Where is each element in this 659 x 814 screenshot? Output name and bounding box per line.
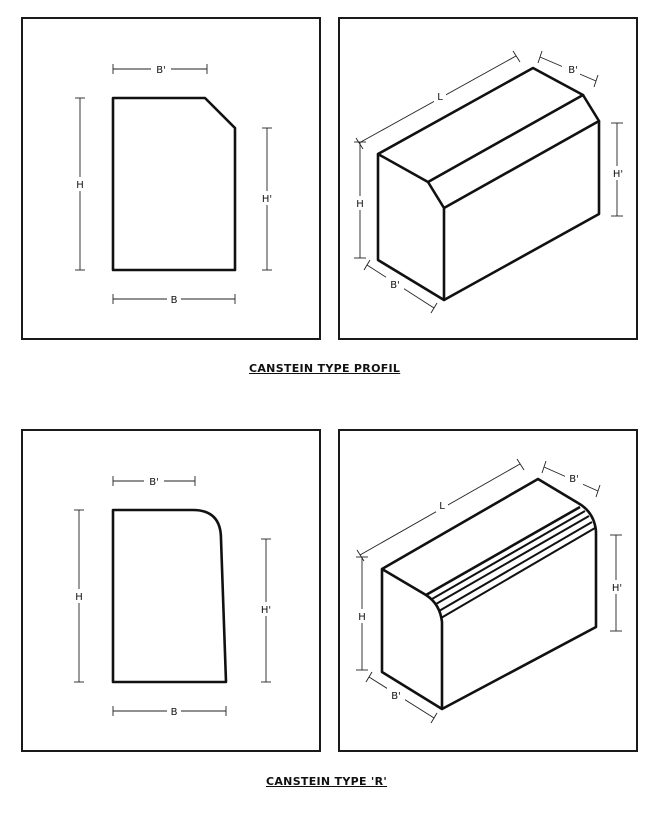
side-height-label: H' [261,605,271,616]
length-label: L [439,501,445,512]
iso-top-face [381,477,579,571]
profil-profile-drawing: B' H H' B [74,62,275,306]
profil-iso-drawing: L B' H' H B' [354,50,626,314]
iso-base-width-label: B' [390,280,400,291]
base-width-label: B [171,707,178,718]
caption-canstein-type-profil: CANSTEIN TYPE PROFIL [249,362,401,375]
iso-top-width-label: B' [568,65,578,76]
rounded-profile-outline [111,508,228,684]
length-label: L [437,92,443,103]
iso-height-label: H [356,199,364,210]
iso-top-width-label: B' [569,474,579,485]
r-iso-drawing: L B' H' H B' [356,458,625,724]
base-width-label: B [171,295,178,306]
r-section-profile-panel: B' H H' B [21,429,321,752]
chamfered-profile-outline [111,96,237,272]
height-label: H [75,592,83,603]
profil-section-profile-panel: B' H H' B [21,17,321,340]
r-profile-drawing: B' H H' B [73,474,274,718]
iso-front-face [376,152,446,302]
height-label: H [76,180,84,191]
caption-canstein-type-r: CANSTEIN TYPE 'R' [266,775,388,788]
iso-top-face [377,66,585,184]
iso-side-height-label: H' [612,583,622,594]
profil-section-iso-panel: L B' H' H B' [338,17,638,340]
iso-height-label: H [358,612,366,623]
side-height-label: H' [262,194,272,205]
top-width-label: B' [156,65,166,76]
iso-base-width-label: B' [391,691,401,702]
top-width-label: B' [149,477,159,488]
iso-side-height-label: H' [613,169,623,180]
r-section-iso-panel: L B' H' H B' [338,429,638,752]
